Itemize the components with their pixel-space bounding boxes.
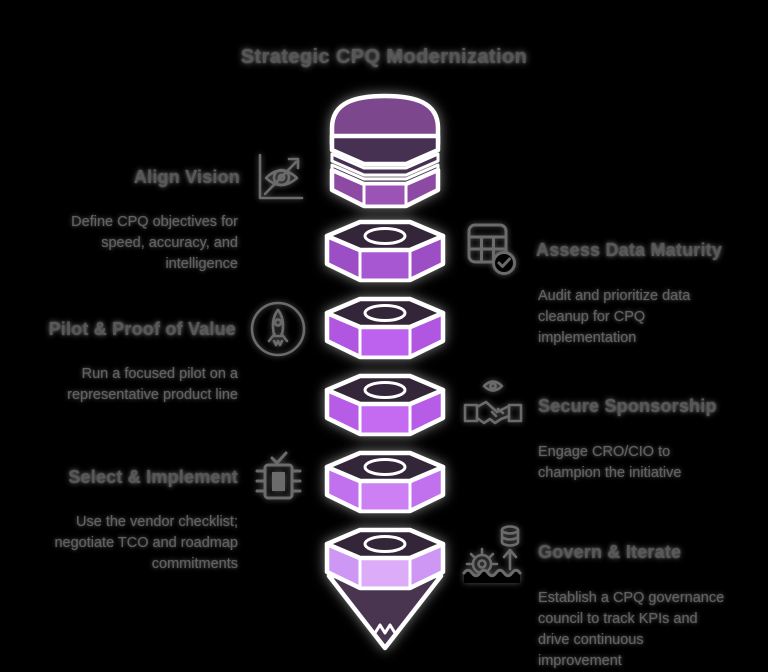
step-description: Audit and prioritize data cleanup for CP… xyxy=(538,288,691,346)
chip-checklist-icon xyxy=(250,448,308,506)
gear-data-waves-icon xyxy=(462,521,524,583)
pencil-segment-4 xyxy=(324,450,446,514)
step-govern-iterate: Govern & Iterate Establish a CPQ governa… xyxy=(462,520,762,672)
pencil-eraser xyxy=(329,93,441,209)
data-grid-check-icon xyxy=(462,220,522,280)
step-description: Engage CRO/CIO to champion the initiativ… xyxy=(538,444,682,481)
step-description: Run a focused pilot on a representative … xyxy=(67,366,238,403)
step-description: Define CPQ objectives for speed, accurac… xyxy=(71,214,238,272)
handshake-eye-icon xyxy=(462,375,524,437)
pencil-segment-5 xyxy=(324,527,446,591)
step-secure-sponsorship: Secure Sponsorship Engage CRO/CIO to cha… xyxy=(462,374,762,484)
pencil-graphic xyxy=(324,93,446,651)
step-pilot-proof-of-value: Pilot & Proof of Value Run a focused pil… xyxy=(16,298,308,406)
step-heading: Pilot & Proof of Value xyxy=(48,318,236,339)
step-heading: Assess Data Maturity xyxy=(536,239,723,260)
pencil-segment-1 xyxy=(324,219,446,283)
step-assess-data-maturity: Assess Data Maturity Audit and prioritiz… xyxy=(462,218,762,349)
step-heading: Align Vision xyxy=(133,166,240,187)
rocket-circle-icon xyxy=(248,299,308,359)
step-heading: Select & Implement xyxy=(68,466,238,487)
pencil-segment-2 xyxy=(324,296,446,360)
step-heading: Govern & Iterate xyxy=(538,541,682,562)
step-align-vision: Align Vision Define CPQ objectives for s… xyxy=(16,146,308,275)
vision-eye-icon xyxy=(252,149,308,205)
pencil-segment-3 xyxy=(324,373,446,437)
step-description: Establish a CPQ governance council to tr… xyxy=(538,590,725,669)
page-title: Strategic CPQ Modernization xyxy=(240,46,528,68)
step-select-implement: Select & Implement Use the vendor checkl… xyxy=(16,446,308,575)
step-description: Use the vendor checklist; negotiate TCO … xyxy=(54,514,238,572)
step-heading: Secure Sponsorship xyxy=(538,395,717,416)
